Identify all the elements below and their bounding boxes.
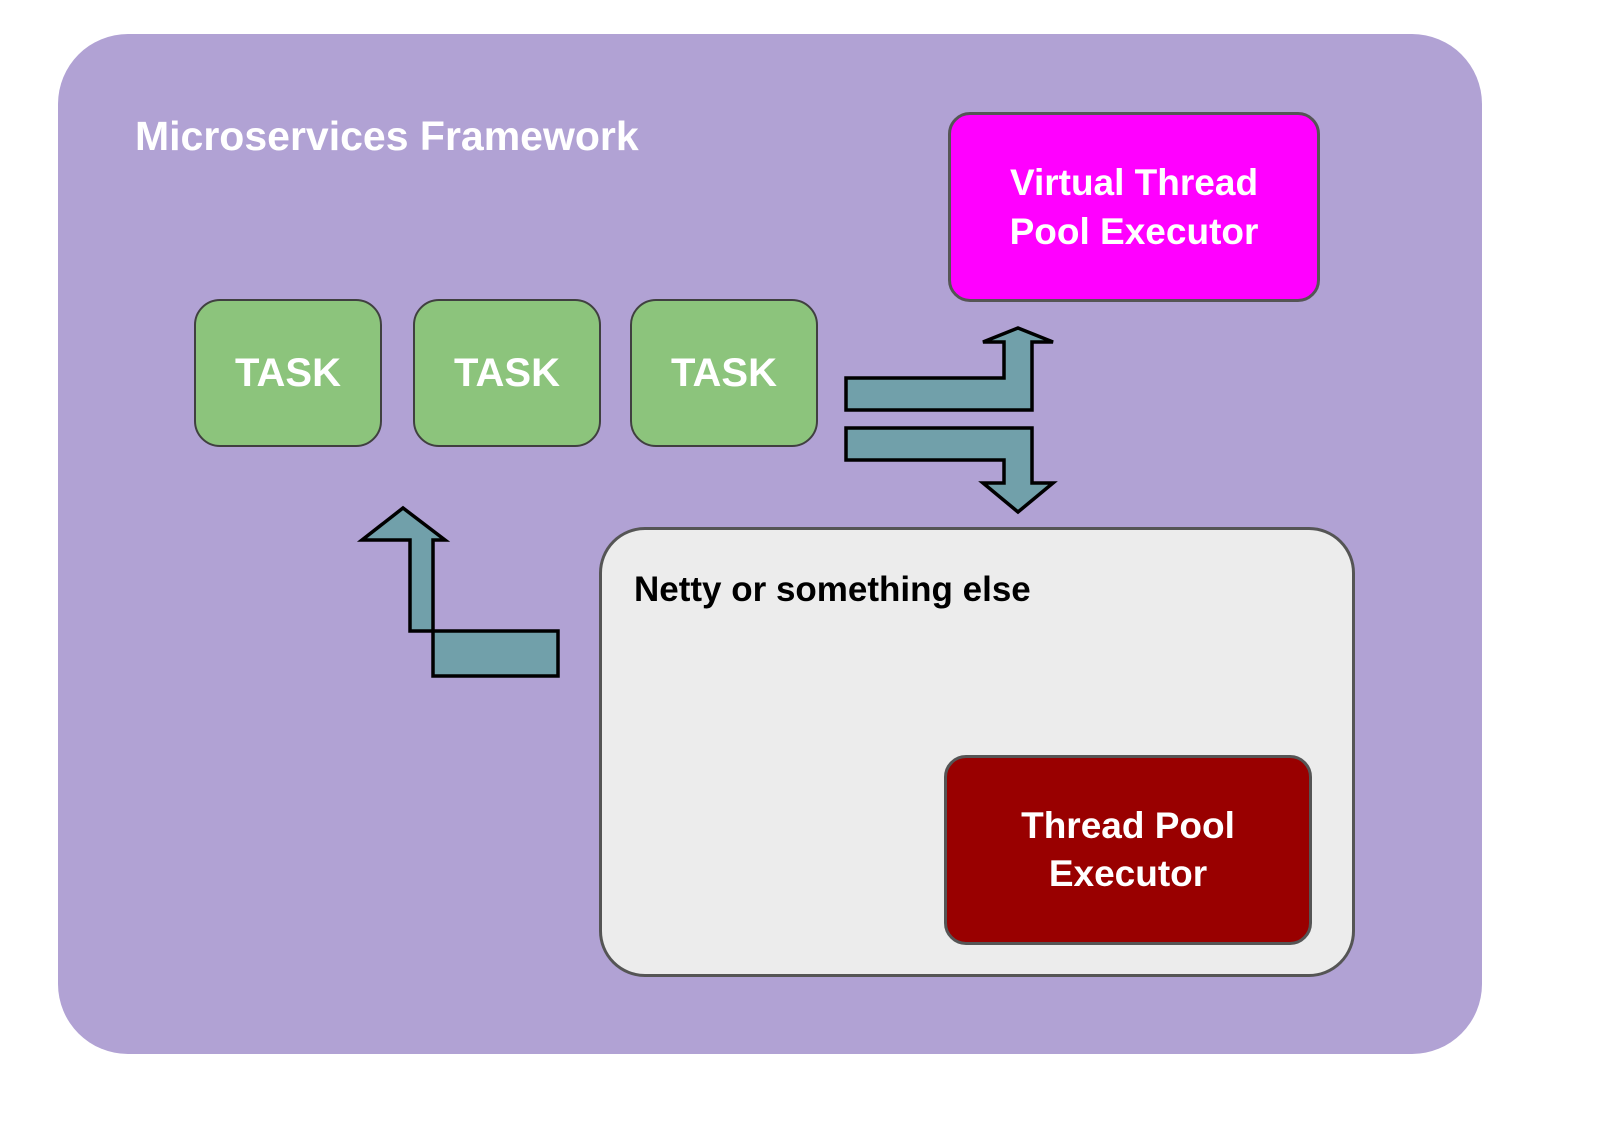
task-box-2[interactable]: TASK: [413, 299, 601, 447]
task-label: TASK: [671, 350, 777, 395]
task-box-1[interactable]: TASK: [194, 299, 382, 447]
page-title: Microservices Framework: [135, 113, 639, 159]
vtpe-line-2: Pool Executor: [1009, 211, 1259, 252]
task-label: TASK: [235, 350, 341, 395]
tpe-line-1: Thread Pool: [1021, 804, 1235, 846]
thread-pool-executor-box[interactable]: Thread Pool Executor: [944, 755, 1312, 945]
task-label: TASK: [454, 350, 560, 395]
netty-panel-title: Netty or something else: [634, 570, 1031, 609]
virtual-thread-pool-executor-box[interactable]: Virtual Thread Pool Executor: [948, 112, 1320, 302]
task-box-3[interactable]: TASK: [630, 299, 818, 447]
tpe-line-2: Executor: [1048, 853, 1208, 894]
vtpe-line-1: Virtual Thread: [1009, 161, 1259, 203]
